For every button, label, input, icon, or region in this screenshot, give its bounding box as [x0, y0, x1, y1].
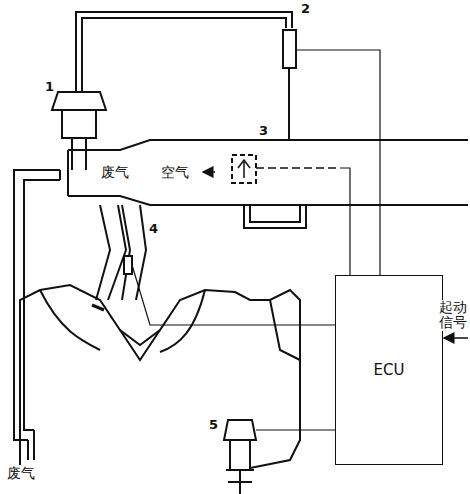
air-label: 空气: [160, 165, 190, 180]
callout-number: 1: [44, 80, 55, 94]
callout-number: 5: [208, 418, 219, 432]
callout-number: 4: [148, 222, 159, 236]
exhaust-label: 废气: [100, 165, 130, 180]
node-text: ECU: [374, 361, 405, 379]
ecu-box: ECU: [335, 275, 443, 465]
start-signal-label: 起动信号: [438, 300, 468, 331]
callout-number: 2: [300, 2, 311, 16]
exhaust-label: 废气: [6, 466, 36, 481]
callout-number: 3: [258, 124, 269, 138]
